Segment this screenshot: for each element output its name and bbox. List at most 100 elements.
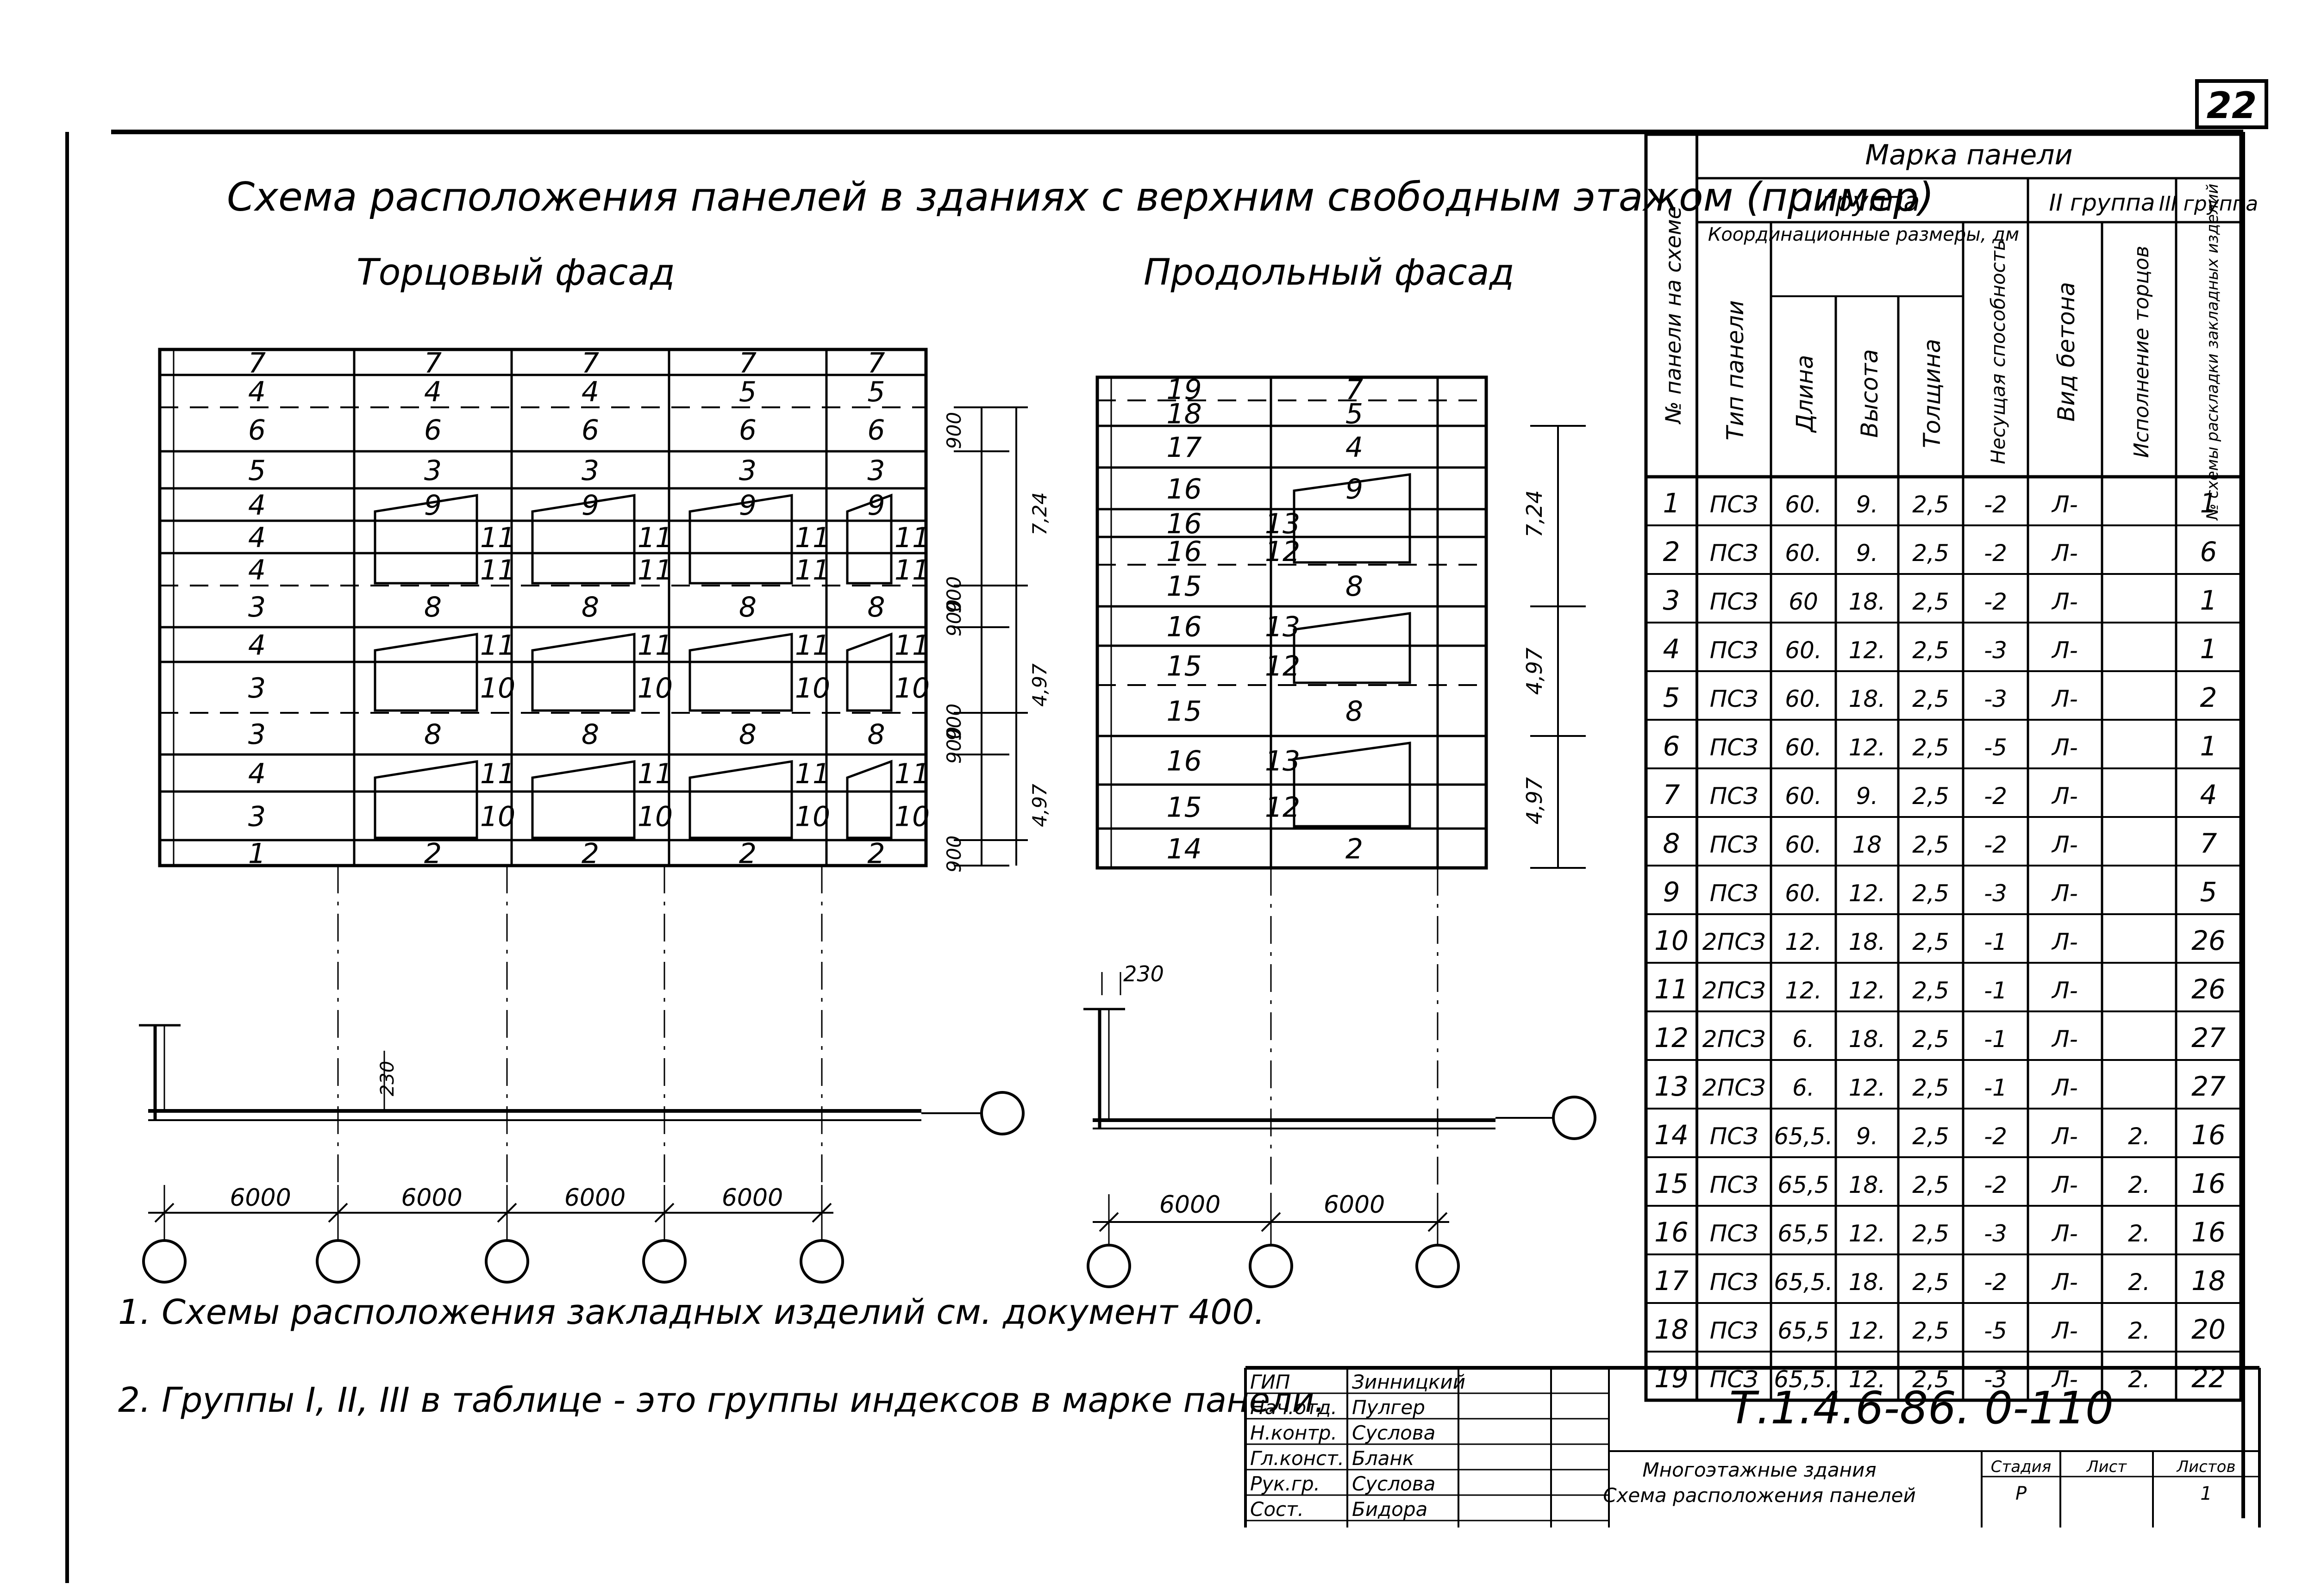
table-cell: 26 — [2191, 925, 2226, 956]
axis-marker — [800, 1239, 844, 1284]
table-cell: 18. — [1849, 588, 1886, 615]
table-cell: ПСЗ — [1710, 588, 1758, 615]
window-opening — [1293, 742, 1411, 828]
facade-end-title: Торцовый фасад — [357, 252, 675, 293]
dim-tick — [1261, 1212, 1281, 1232]
table-cell: -3 — [1984, 1366, 2007, 1393]
facade-end-panel-label: 11 — [895, 758, 930, 790]
facade-end-panel-label: 10 — [795, 801, 830, 833]
table-cell: 1 — [1663, 487, 1680, 519]
facade-end-panel-label: 8 — [867, 718, 885, 751]
facade-end-panel-label: 11 — [795, 630, 830, 662]
table-cell: 12. — [1849, 1366, 1886, 1393]
facade-long-panel-label: 5 — [1345, 398, 1363, 430]
table-col-concrete: Вид бетона — [2053, 282, 2080, 422]
table-cell: 12. — [1849, 977, 1886, 1004]
table-cell: 14 — [1654, 1119, 1689, 1151]
table-cell: 12. — [1849, 637, 1886, 664]
table-cell: 2,5 — [1912, 1123, 1949, 1150]
table-cell: 4 — [1663, 633, 1680, 665]
table-cell: Л- — [2051, 977, 2078, 1004]
table-cell: ПСЗ — [1710, 686, 1758, 712]
facade-end-panel-label: 3 — [248, 718, 266, 751]
table-cell: Л- — [2051, 880, 2078, 907]
axis-marker — [1552, 1096, 1596, 1140]
facade-end-panel-label: 11 — [895, 554, 930, 586]
facade-end-panel-label: 11 — [895, 522, 930, 554]
facade-long-panel-label: 17 — [1166, 431, 1201, 464]
plan-end-span-label: 6000 — [401, 1184, 462, 1212]
table-col-load: Несущая способность — [1987, 239, 2009, 464]
table-cell: 12. — [1849, 880, 1886, 907]
table-cell: 16 — [1654, 1216, 1689, 1248]
facade-end-panel-label: 7 — [867, 347, 885, 380]
facade-end-panel-label: 9 — [739, 489, 757, 522]
note-1: 1. Схемы расположения закладных изделий … — [118, 1292, 1265, 1332]
facade-end-panel-label: 7 — [424, 347, 442, 380]
facade-end-dim-label: 7,24 — [1028, 492, 1051, 536]
table-cell: 2,5 — [1912, 880, 1949, 907]
table-cell: 9. — [1856, 1123, 1878, 1150]
facade-end-panel-label: 4 — [248, 522, 266, 554]
table-cell: ПСЗ — [1710, 491, 1758, 518]
facade-end-panel-label: 11 — [638, 758, 673, 790]
facade-end-panel-label: 5 — [739, 376, 757, 408]
table-cell: Л- — [2051, 1366, 2078, 1393]
table-cell: 2ПСЗ — [1702, 1026, 1765, 1053]
table-cell: -3 — [1984, 880, 2007, 907]
facade-long-panel-label: 15 — [1166, 792, 1201, 824]
table-cell: 18. — [1849, 686, 1886, 712]
facade-long-panel-label: 16 — [1166, 745, 1201, 778]
window-opening — [1293, 612, 1411, 684]
table-cell: 2,5 — [1912, 491, 1949, 518]
table-cell: 2. — [2128, 1269, 2150, 1296]
stamp-h-sheets: Листов — [2176, 1458, 2235, 1476]
table-cell: 16 — [2191, 1168, 2226, 1199]
dim-tick — [497, 1203, 517, 1223]
facade-long-panel-label: 16 — [1166, 473, 1201, 505]
axis-marker — [980, 1091, 1025, 1135]
facade-end-dim-label: 4,97 — [1028, 663, 1051, 707]
facade-end-panel-label: 7 — [582, 347, 599, 380]
table-cell: Л- — [2051, 588, 2078, 615]
table-cell: 12. — [1849, 1317, 1886, 1344]
facade-long-outline — [1095, 375, 1488, 870]
table-cell: 1 — [2200, 633, 2217, 665]
table-cell: ПСЗ — [1710, 540, 1758, 567]
table-cell: 4 — [2200, 779, 2217, 810]
table-cell: 2,5 — [1912, 588, 1949, 615]
facade-end-panel-label: 8 — [582, 591, 599, 623]
stamp-h-stage: Стадия — [1991, 1458, 2051, 1476]
table-cell: ПСЗ — [1710, 1269, 1758, 1296]
table-cell: 3 — [1663, 585, 1680, 616]
facade-end-panel-label: 4 — [582, 376, 599, 408]
table-cell: 2,5 — [1912, 977, 1949, 1004]
table-cell: 9 — [1663, 876, 1680, 908]
facade-end-panel-label: 11 — [795, 758, 830, 790]
table-col-type: Тип панели — [1722, 300, 1749, 441]
facade-end-panel-label: 8 — [424, 591, 442, 623]
facade-end-panel-label: 11 — [480, 554, 515, 586]
stamp-stage: Р — [2015, 1483, 2027, 1504]
axis-marker — [1087, 1244, 1131, 1288]
table-cell: Л- — [2051, 831, 2078, 858]
table-cell: 2,5 — [1912, 734, 1949, 761]
facade-end-panel-label: 11 — [795, 522, 830, 554]
table-cell: 2,5 — [1912, 929, 1949, 955]
table-cell: -2 — [1984, 540, 2007, 567]
facade-end-panel-label: 2 — [739, 838, 757, 870]
table-cell: Л- — [2051, 540, 2078, 567]
table-cell: Л- — [2051, 1026, 2078, 1053]
table-cell: 18 — [2191, 1265, 2226, 1297]
table-cell: -1 — [1984, 929, 2007, 955]
facade-long-panel-label: 8 — [1345, 570, 1363, 603]
table-group-3: III группа — [2159, 192, 2259, 216]
stamp-name: Бидора — [1352, 1498, 1427, 1521]
plan-long-offset-label: 230 — [1123, 961, 1164, 986]
table-cell: 2. — [2128, 1317, 2150, 1344]
table-cell: 2. — [2128, 1123, 2150, 1150]
facade-end-panel-label: 4 — [248, 489, 266, 522]
